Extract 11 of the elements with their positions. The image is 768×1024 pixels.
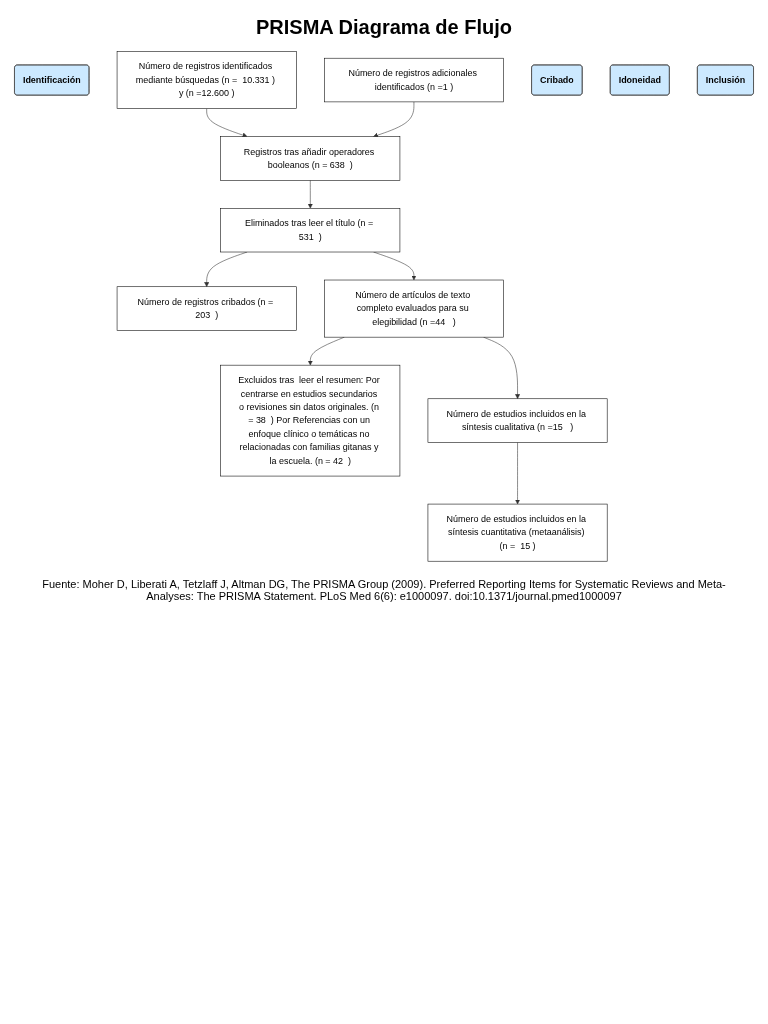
node-box: Número de registros identificados mediante búsquedas (n = 10.331 ) y (n =12.600 ) (116, 51, 297, 109)
node-box: Excluidos tras leer el resumen: Por centrarse en estudios secundarios o revisiones sin datos originales. (n = 38 ) Por Referencias con un enfoque clínico o temáticas no relacionadas con familias gitanas y la escuela. (n = 42 ) (220, 364, 401, 477)
diagram-title: PRISMA Diagrama de Flujo (255, 16, 513, 39)
node-box: Número de artículos de texto completo evaluados para su elegibilidad (n =44 ) (324, 279, 504, 338)
source-caption: Fuente: Moher D, Liberati A, Tetzlaff J, Altman DG, The PRISMA Group (2009). Preferred Reporting Items for Systematic Reviews and Meta-Analyses: The PRISMA Statement. PLoS Med 6(6): e1000097. doi:10.1371/journal.pmed1000097 (41, 577, 727, 602)
node-box: Número de registros adicionales identificados (n =1 ) (324, 57, 504, 103)
node-box: Número de estudios incluidos en la síntesis cualitativa (n =15 ) (427, 398, 608, 443)
node-box: Número de registros cribados (n = 203 ) (116, 286, 297, 331)
node-box: Eliminados tras leer el título (n = 531 ) (220, 208, 401, 253)
node-box: Número de estudios incluidos en la síntesis cuantitativa (metaanálisis) (n = 15 ) (427, 503, 608, 562)
node-box: Registros tras añadir operadores booleanos (n = 638 ) (220, 136, 401, 181)
